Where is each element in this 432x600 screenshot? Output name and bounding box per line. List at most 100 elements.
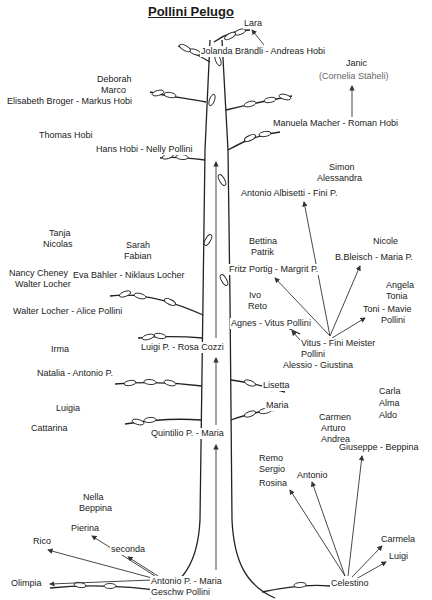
person-name: Arturo [320,423,347,434]
leaf [208,94,217,107]
arrow [50,580,152,584]
person-name: Agnes - Vitus Pollini [230,318,312,329]
person-name: Fabian [123,251,153,262]
person-name: Luigi [388,551,409,562]
leaf [164,91,177,98]
leaf [203,234,213,247]
arrow [216,445,217,570]
person-name: Geschw Pollini [150,587,211,598]
person-name: Ivo [248,290,262,301]
person-name: Fritz Portig - Margrit P. [228,264,319,275]
leaf [217,174,227,187]
leaf [119,290,132,299]
person-name: Sarah [125,240,151,251]
arrow [290,490,345,576]
person-name: Antonio Albisetti - Fini P. [240,188,338,199]
leaf [124,379,137,386]
arrow [216,358,217,425]
trunk-left [150,40,210,598]
leaf [144,379,156,385]
leaf [244,100,257,108]
arrow [332,318,365,338]
leaf [244,410,257,419]
arrow [252,30,264,45]
person-name: Remo [258,453,284,464]
title: Pollini Pelugo [148,4,234,19]
person-name: Aldo [378,410,398,421]
person-name: Lisetta [262,380,291,391]
person-name: Alessandra [316,173,363,184]
person-name: Sergio [258,464,286,475]
branch [110,295,203,315]
arrow [348,456,362,576]
person-name: Olimpia [10,578,43,589]
leaf [224,31,237,41]
person-name: Vitus - Fini Meister [300,338,376,349]
person-name: Pierina [70,523,100,534]
person-name: Giuseppe - Beppina [338,442,420,453]
person-name: Luigia [55,403,81,414]
person-name: Nancy Cheney [8,268,69,279]
person-name: Nella [82,492,105,503]
leaf [279,93,292,101]
leaf [164,379,177,387]
person-name: Tonia [385,291,409,302]
leaf [152,89,165,97]
arrow [292,331,300,340]
person-name: Reto [247,301,268,312]
leaf [134,292,147,300]
leaf [244,133,257,143]
person-name: Tanja [48,228,72,239]
arrow [128,557,158,576]
person-name: Bettina [248,236,278,247]
person-name: Walter Locher [14,279,72,290]
person-name: Nicolas [42,239,74,250]
person-name: seconda [110,544,146,555]
person-name: Celestino [330,578,370,589]
person-name: Lara [243,18,263,29]
leaf [142,333,155,341]
person-name: Alma [378,398,401,409]
person-name: Eva Bähler - Niklaus Locher [72,270,186,281]
person-name: Marco [100,85,127,96]
person-name: Irma [50,344,70,355]
person-name: Alessio - Giustina [282,360,354,371]
leaf [259,130,272,137]
person-name: Antonio [296,470,329,481]
leaf [179,43,192,53]
person-name: Deborah [96,74,133,85]
leaf [164,297,177,307]
person-name: Carmen [318,412,352,423]
person-name: Jolanda Brändli - Andreas Hobi [200,46,326,57]
arrow [352,86,353,117]
person-name: Natalia - Antonio P. [36,368,114,379]
person-name: Carmela [380,534,416,545]
person-name: Thomas Hobi [38,130,94,141]
person-name: Quintilio P. - Maria [150,428,225,439]
person-name: Toni - Mavie [362,304,413,315]
person-name: Pollini [300,349,326,360]
person-name: Nicole [372,236,399,247]
branch [231,410,280,420]
person-name: Manuela Macher - Roman Hobi [272,118,399,129]
person-name: Maria [265,400,290,411]
person-name: B.Bleisch - Maria P. [334,252,414,263]
person-name: Cattarina [30,423,69,434]
person-name: Simon [328,162,356,173]
branch [228,132,280,150]
person-name: Carla [378,386,402,397]
person-name: Angela [385,280,415,291]
person-name: Patrik [250,247,275,258]
leaf [264,96,277,103]
person-name: Luigi P. - Rosa Cozzi [140,342,225,353]
person-name: Hans Hobi - Nelly Pollini [95,144,194,155]
leaf [219,274,229,287]
person-name: Pollini [380,315,406,326]
person-name: Elisabeth Broger - Markus Hobi [6,96,133,107]
person-name: Beppina [78,503,113,514]
leaf [154,332,167,339]
person-name: Antonio P. - Maria [150,576,223,587]
arrow [216,162,217,338]
